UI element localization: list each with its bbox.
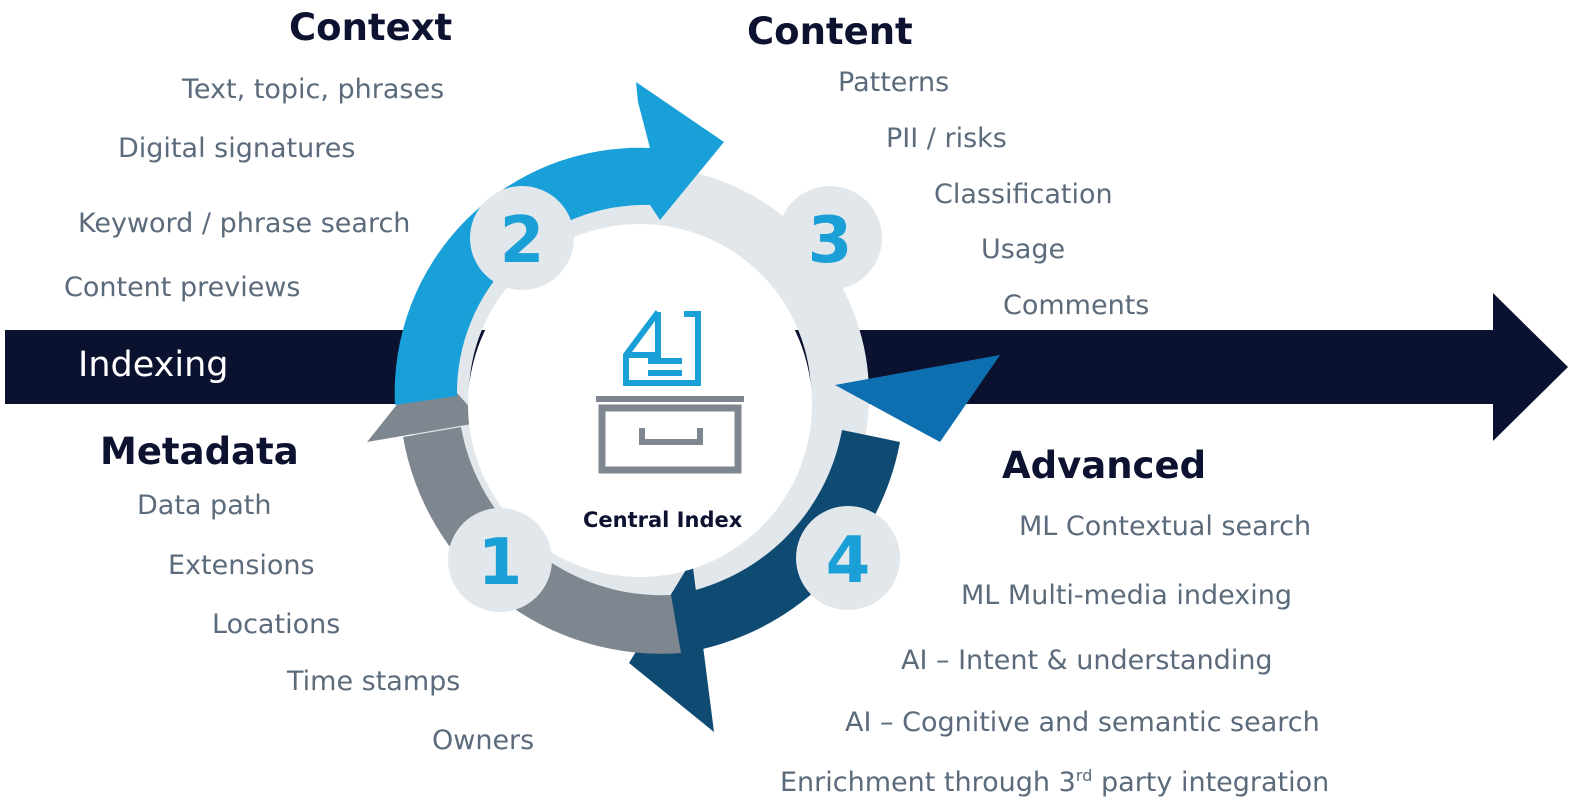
context-item: Content previews xyxy=(64,272,301,303)
advanced-title: Advanced xyxy=(1002,444,1207,487)
ordinal-suffix: rd xyxy=(1075,766,1093,785)
advanced-item-enrichment: Enrichment through 3rd party integration xyxy=(780,766,1329,798)
content-item: Patterns xyxy=(838,67,950,98)
step-number-3: 3 xyxy=(808,204,853,278)
context-item: Digital signatures xyxy=(118,133,356,164)
step-number-2: 2 xyxy=(500,204,545,278)
metadata-item: Locations xyxy=(212,609,341,640)
step-number-1: 1 xyxy=(478,526,523,600)
step-badge-3: 3 xyxy=(778,186,882,290)
content-item: Usage xyxy=(981,234,1066,265)
context-item: Text, topic, phrases xyxy=(182,74,445,105)
step-badge-2: 2 xyxy=(470,186,574,290)
metadata-title: Metadata xyxy=(100,430,299,473)
arrow-segment-1 xyxy=(367,363,681,654)
metadata-item: Owners xyxy=(432,725,535,756)
central-index-label: Central Index xyxy=(583,508,743,532)
indexing-label: Indexing xyxy=(78,345,229,385)
advanced-item: ML Contextual search xyxy=(1019,511,1312,542)
step-badge-1: 1 xyxy=(448,508,552,612)
context-title: Context xyxy=(289,6,453,49)
metadata-item: Data path xyxy=(137,490,272,521)
enrichment-text-start: Enrichment through 3 xyxy=(780,767,1076,798)
step-badge-4: 4 xyxy=(796,506,900,610)
step-number-4: 4 xyxy=(826,524,871,598)
content-item: Classification xyxy=(934,179,1113,210)
arrow-head-3 xyxy=(835,355,1000,442)
content-title: Content xyxy=(747,10,913,53)
metadata-item: Extensions xyxy=(168,550,315,581)
arrow-segment-2 xyxy=(394,82,724,405)
context-item: Keyword / phrase search xyxy=(78,208,411,239)
file-cabinet-icon xyxy=(596,310,744,474)
advanced-item: AI – Intent & understanding xyxy=(901,645,1273,676)
content-item: Comments xyxy=(1003,290,1150,321)
enrichment-text-end: party integration xyxy=(1092,767,1330,798)
content-item: PII / risks xyxy=(886,123,1007,154)
metadata-item: Time stamps xyxy=(287,666,461,697)
advanced-item: AI – Cognitive and semantic search xyxy=(845,707,1320,738)
advanced-item: ML Multi-media indexing xyxy=(961,580,1292,611)
